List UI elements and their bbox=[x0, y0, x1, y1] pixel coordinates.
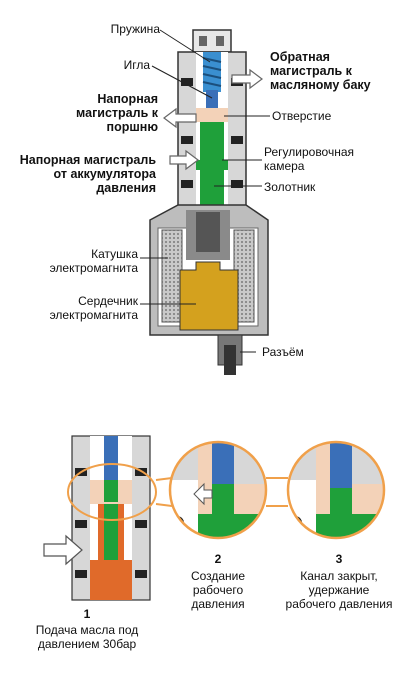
detail-3-zoom bbox=[286, 440, 386, 540]
step-3-text: Канал закрыт, удержание рабочего давлени… bbox=[285, 569, 393, 611]
connector-shape bbox=[217, 334, 243, 375]
step-1-text: Подача масла под давлением 30бар bbox=[35, 623, 139, 651]
label-return-line: Обратная магистраль к масляному баку bbox=[270, 50, 371, 92]
step-2-number: 2 bbox=[214, 552, 222, 566]
inflow-arrow bbox=[43, 534, 83, 566]
detail-2-zoom bbox=[168, 440, 268, 540]
callout-ring bbox=[67, 463, 157, 521]
label-core: Сердечник электромагнита bbox=[49, 294, 138, 322]
port-arrows bbox=[163, 68, 263, 171]
step-2-text: Создание рабочего давления bbox=[190, 569, 246, 611]
detail-1-valve bbox=[43, 435, 157, 601]
label-coil: Катушка электромагнита bbox=[49, 247, 138, 275]
core-shape bbox=[179, 261, 239, 331]
green-oil-channel bbox=[196, 122, 228, 210]
valve-top-cap bbox=[192, 29, 232, 53]
label-spool: Золотник bbox=[264, 180, 316, 194]
step-3-number: 3 bbox=[335, 552, 343, 566]
step-1-number: 1 bbox=[83, 607, 91, 621]
return-chamber bbox=[196, 108, 228, 122]
label-connector: Разъём bbox=[262, 345, 304, 359]
callout-lines bbox=[155, 477, 288, 507]
label-pressure-from-accumulator: Напорная магистраль от аккумулятора давл… bbox=[19, 153, 156, 195]
label-control-chamber: Регулировочная камера bbox=[264, 145, 355, 173]
label-pressure-to-piston: Напорная магистраль к поршню bbox=[76, 92, 158, 134]
spring-shape bbox=[202, 52, 222, 92]
leader-lines bbox=[140, 29, 270, 353]
label-orifice: Отверстие bbox=[272, 109, 332, 123]
label-needle: Игла bbox=[123, 58, 150, 72]
label-spring: Пружина bbox=[110, 22, 160, 36]
